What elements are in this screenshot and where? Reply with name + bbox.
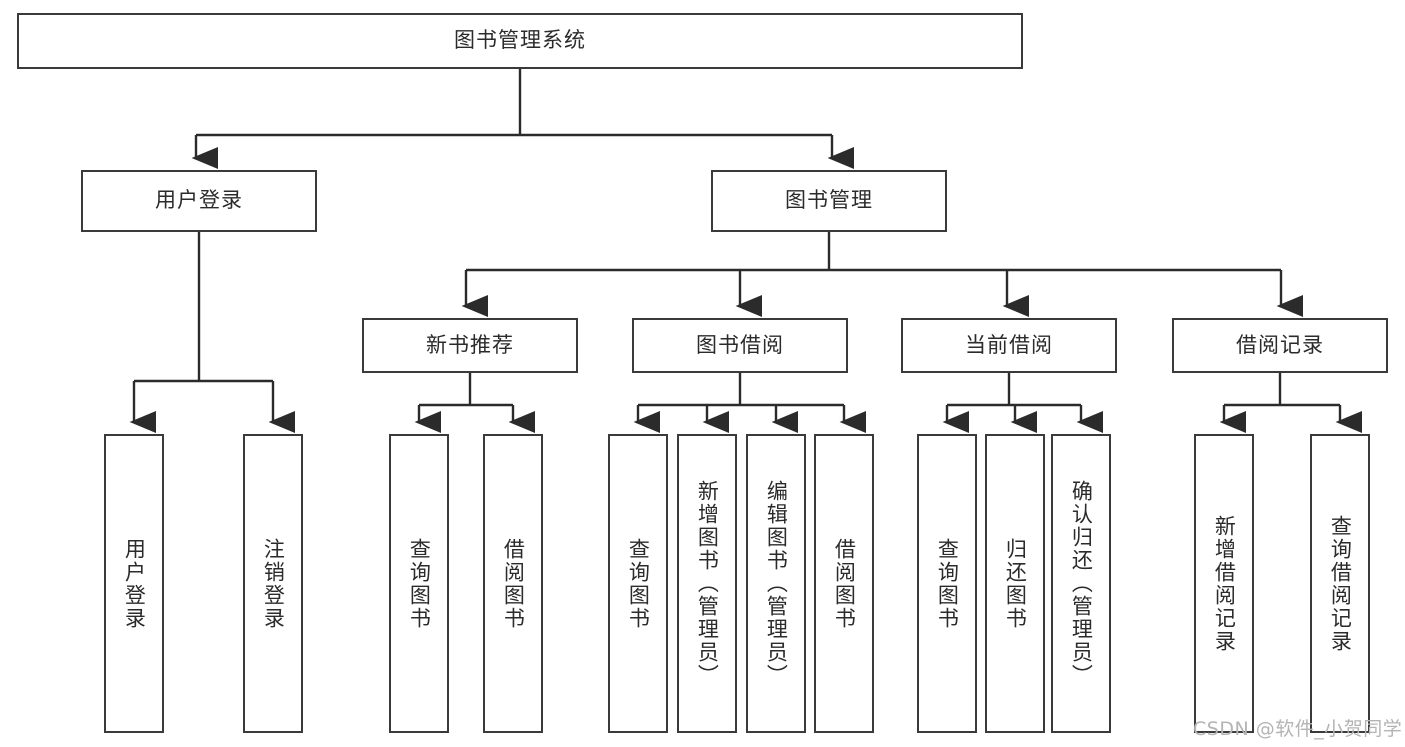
node-leaf-logout[interactable]: 注销登录	[243, 434, 303, 733]
node-root-label: 图书管理系统	[454, 28, 586, 53]
node-leaf-confirm-return-admin[interactable]: 确认归还（管理员）	[1051, 434, 1111, 733]
node-borrow-record-label: 借阅记录	[1236, 332, 1324, 357]
node-root[interactable]: 图书管理系统	[17, 13, 1023, 69]
node-leaf-borrow-book-recommend[interactable]: 借阅图书	[483, 434, 543, 733]
node-leaf-query-book-current-label: 查询图书	[935, 537, 960, 630]
node-leaf-confirm-return-admin-label: 确认归还（管理员）	[1069, 480, 1094, 687]
node-borrow-record[interactable]: 借阅记录	[1172, 318, 1388, 373]
node-current-borrow-label: 当前借阅	[965, 332, 1053, 357]
node-leaf-add-borrow-record-label: 新增借阅记录	[1212, 514, 1237, 653]
node-user-login[interactable]: 用户登录	[81, 170, 317, 232]
node-book-borrow-label: 图书借阅	[696, 332, 784, 357]
node-leaf-edit-book-admin[interactable]: 编辑图书（管理员）	[746, 434, 806, 733]
node-book-borrow[interactable]: 图书借阅	[632, 318, 848, 373]
node-leaf-query-book-borrow[interactable]: 查询图书	[608, 434, 668, 733]
node-book-manage-label: 图书管理	[785, 188, 873, 213]
node-leaf-return-book-label: 归还图书	[1003, 537, 1028, 630]
node-leaf-query-borrow-record-label: 查询借阅记录	[1328, 514, 1353, 653]
node-leaf-edit-book-admin-label: 编辑图书（管理员）	[764, 480, 789, 687]
node-book-manage[interactable]: 图书管理	[711, 170, 947, 232]
node-leaf-return-book[interactable]: 归还图书	[985, 434, 1045, 733]
node-leaf-user-login-label: 用户登录	[122, 537, 147, 630]
node-leaf-borrow-book-recommend-label: 借阅图书	[501, 537, 526, 630]
node-leaf-query-book-recommend-label: 查询图书	[407, 537, 432, 630]
node-leaf-query-borrow-record[interactable]: 查询借阅记录	[1310, 434, 1370, 733]
node-leaf-logout-label: 注销登录	[261, 537, 286, 630]
node-user-login-label: 用户登录	[155, 188, 243, 213]
node-current-borrow[interactable]: 当前借阅	[901, 318, 1117, 373]
node-leaf-query-book-borrow-label: 查询图书	[626, 537, 651, 630]
node-new-book-recommend-label: 新书推荐	[426, 332, 514, 357]
node-new-book-recommend[interactable]: 新书推荐	[362, 318, 578, 373]
node-leaf-query-book-recommend[interactable]: 查询图书	[389, 434, 449, 733]
node-leaf-add-borrow-record[interactable]: 新增借阅记录	[1194, 434, 1254, 733]
node-leaf-borrow-book[interactable]: 借阅图书	[814, 434, 874, 733]
csdn-watermark: CSDN @软件_小贺同学	[1193, 718, 1403, 740]
node-leaf-add-book-admin-label: 新增图书（管理员）	[695, 480, 720, 687]
node-leaf-add-book-admin[interactable]: 新增图书（管理员）	[677, 434, 737, 733]
node-leaf-user-login[interactable]: 用户登录	[104, 434, 164, 733]
node-leaf-borrow-book-label: 借阅图书	[832, 537, 857, 630]
node-leaf-query-book-current[interactable]: 查询图书	[917, 434, 977, 733]
